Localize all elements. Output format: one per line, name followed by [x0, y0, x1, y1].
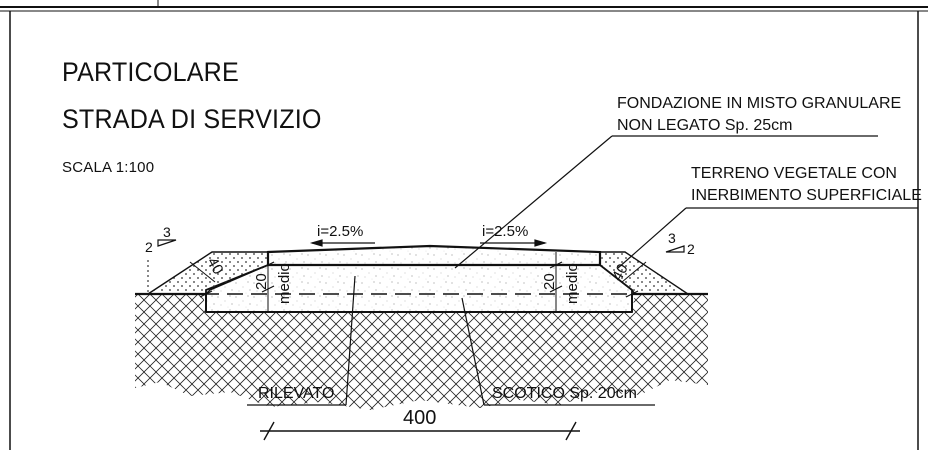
foundation-callout-line1: FONDAZIONE IN MISTO GRANULARE [617, 95, 901, 112]
left-slope-ratio-v: 3 [163, 224, 171, 240]
width-dimension-line [260, 421, 580, 441]
right-slope-ratio-symbol [665, 245, 685, 253]
dim-topsoil-right: 40 [609, 261, 632, 284]
foundation-leader [454, 135, 878, 269]
title-line-2: STRADA DI SERVIZIO [62, 104, 322, 134]
left-slope-ratio-h: 2 [145, 239, 153, 255]
right-slope-ratio-h: 2 [687, 241, 695, 257]
medio-right: medio [564, 263, 581, 304]
medio-left: medio [276, 263, 293, 304]
scale-label: SCALA 1:100 [62, 159, 155, 176]
embankment-leader [247, 275, 356, 406]
stripping-callout: SCOTICO Sp. 20cm [492, 385, 637, 402]
topsoil-callout-line2: INERBIMENTO SUPERFICIALE [691, 187, 922, 204]
left-slope-ratio-symbol [157, 239, 177, 247]
slope-arrow-left [309, 239, 375, 247]
dim-topsoil-left: 40 [204, 255, 227, 278]
foundation-layer [266, 244, 602, 267]
topsoil-callout-line1: TERRENO VEGETALE CON [691, 165, 897, 182]
embankment-callout: RILEVATO [258, 385, 334, 402]
width-dimension-label: 400 [403, 407, 436, 429]
dim-layer-left: 20 [253, 273, 270, 290]
slope-label-left: i=2.5% [317, 223, 363, 240]
foundation-callout-line2: NON LEGATO Sp. 25cm [617, 117, 792, 134]
stripping-leader [461, 297, 655, 406]
natural-ground-hatch [135, 294, 708, 410]
right-slope-ratio-v: 3 [668, 230, 676, 246]
dim-layer-right: 20 [541, 273, 558, 290]
slope-arrow-right [480, 239, 548, 247]
title-line-1: PARTICOLARE [62, 57, 239, 87]
topsoil-leader [617, 207, 918, 269]
